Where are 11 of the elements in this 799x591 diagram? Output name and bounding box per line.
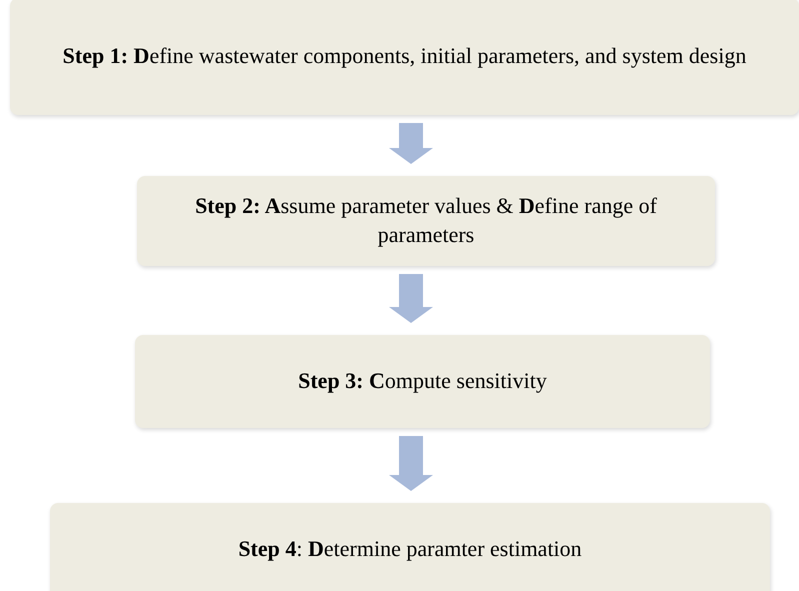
arrow xyxy=(389,274,433,323)
step-text: Step 1: Define wastewater components, initial parameters, and system design xyxy=(62,42,746,70)
step-text: Step 2: Assume parameter values & Define range of parameters xyxy=(194,192,658,249)
step-text: Step 4: Determine paramter estimation xyxy=(238,534,582,563)
arrow xyxy=(389,436,433,491)
step-box xyxy=(137,176,715,266)
step-text: Step 3: Compute sensitivity xyxy=(298,367,547,396)
step-box xyxy=(50,503,770,591)
arrow xyxy=(389,123,433,164)
step-box xyxy=(10,0,799,115)
step-box xyxy=(135,335,710,428)
